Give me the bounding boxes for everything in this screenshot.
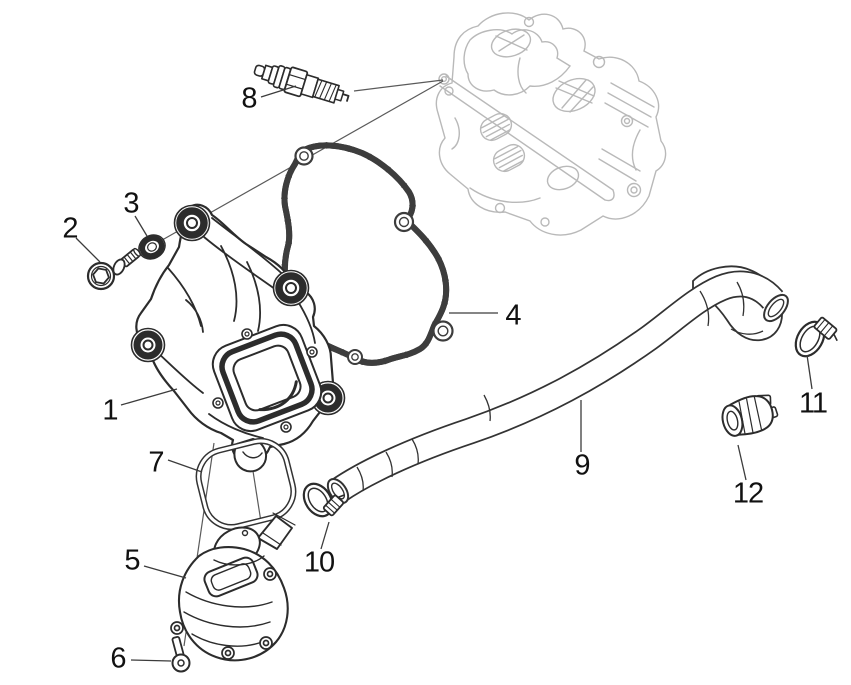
spring-clamp bbox=[721, 394, 779, 437]
callout-leader-lines bbox=[75, 85, 813, 662]
callout-label-4[interactable]: 4 bbox=[505, 299, 521, 332]
spark-plug bbox=[253, 64, 350, 104]
callout-label-2[interactable]: 2 bbox=[62, 212, 78, 245]
breather-mount-ears bbox=[170, 567, 277, 660]
callout-label-1[interactable]: 1 bbox=[102, 394, 118, 427]
breather-gasket-ring bbox=[195, 438, 297, 530]
callout-label-12[interactable]: 12 bbox=[732, 477, 764, 510]
cylinder-head-cover bbox=[130, 203, 346, 473]
callout-label-11[interactable]: 11 bbox=[798, 387, 828, 420]
callout-label-3[interactable]: 3 bbox=[123, 187, 139, 220]
callout-label-5[interactable]: 5 bbox=[124, 544, 140, 577]
cylinder-head-drawing bbox=[435, 12, 667, 236]
breather-screw bbox=[171, 635, 191, 673]
callout-label-6[interactable]: 6 bbox=[110, 642, 126, 675]
callout-label-8[interactable]: 8 bbox=[241, 82, 257, 115]
callout-label-9[interactable]: 9 bbox=[574, 449, 590, 482]
breather-hose bbox=[326, 265, 789, 504]
breather-cover bbox=[170, 512, 296, 662]
cover-window bbox=[211, 323, 323, 433]
hose-clamp-lower bbox=[302, 482, 345, 518]
hose-clamp-upper bbox=[794, 316, 838, 358]
callout-label-7[interactable]: 7 bbox=[148, 446, 164, 479]
cover-bolt-washer bbox=[138, 234, 166, 260]
cover-bolt bbox=[86, 247, 141, 291]
cover-gasket bbox=[281, 142, 454, 366]
cover-grommets bbox=[130, 204, 346, 416]
callout-label-10[interactable]: 10 bbox=[303, 546, 335, 579]
